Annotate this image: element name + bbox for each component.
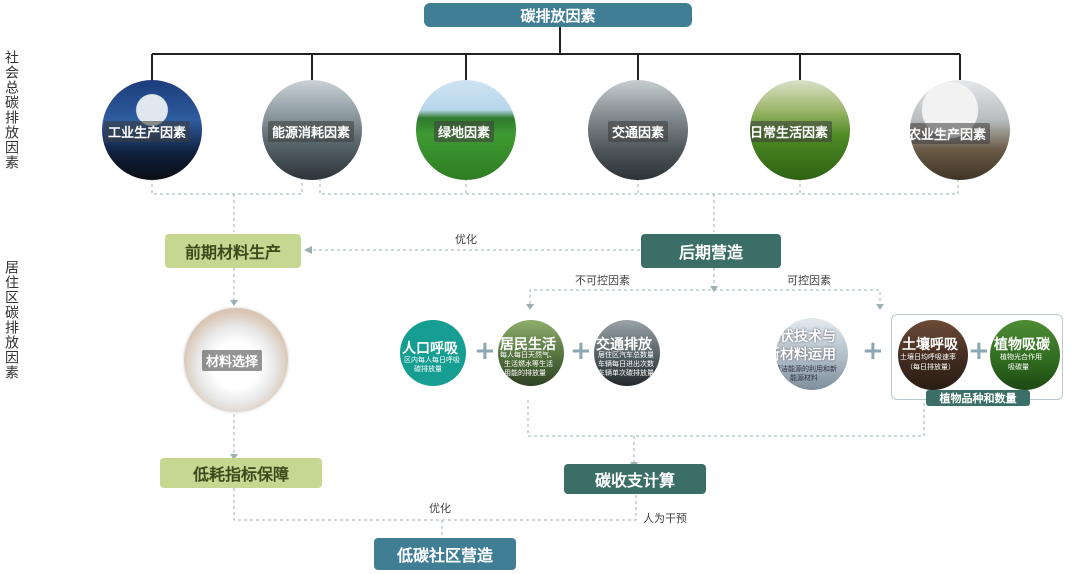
human-intervention-note: 人为干预 <box>640 510 690 526</box>
controllable-note: 可控因素 <box>784 272 834 288</box>
population-respiration-desc-1: 区内每人每日呼吸 <box>404 356 460 364</box>
traffic-emission-desc-2: 车辆每日进出次数 <box>598 360 654 368</box>
resident-life-circle: 居民生活 每人每日天然气、 生活燃水等生活 用能的排放量 <box>498 320 564 386</box>
plus-icon: + <box>570 336 592 366</box>
resident-life-title: 居民生活 <box>500 337 556 353</box>
plant-absorb-desc-2: 吸碳量 <box>1008 363 1029 371</box>
population-respiration-desc-2: 碳排放量 <box>414 365 442 373</box>
photovoltaic-desc-1: 清洁能源的利用和新 <box>776 365 837 373</box>
agriculture-label: 农业生产因素 <box>910 123 991 144</box>
early-material-box: 前期材料生产 <box>165 234 301 268</box>
low-carbon-community-box: 低碳社区营造 <box>374 538 516 570</box>
agriculture-image: 农业生产因素 <box>910 80 1010 180</box>
photovoltaic-circle: 光伏技术与 新材料运用 清洁能源的利用和新 能源材料 <box>776 318 848 390</box>
resident-life-desc-3: 用能的排放量 <box>504 369 546 377</box>
traffic-image: 交通因素 <box>588 80 688 180</box>
energy-label: 能源消耗因素 <box>268 121 355 142</box>
energy-image: 能源消耗因素 <box>262 80 362 180</box>
soil-respiration-desc-1: 土壤日均呼吸速率 <box>900 353 956 361</box>
population-respiration-title: 人口呼吸 <box>402 341 458 357</box>
industrial-label: 工业生产因素 <box>104 121 191 142</box>
traffic-emission-desc-1: 居住区汽车总数量 <box>598 351 654 359</box>
traffic-label: 交通因素 <box>608 121 669 142</box>
residential-factors-label: 居住区碳排放因素 <box>3 260 19 380</box>
plant-absorb-title: 植物吸碳 <box>994 337 1050 353</box>
title-box: 碳排放因素 <box>424 3 692 27</box>
plus-icon: + <box>474 336 496 366</box>
low-consume-box: 低耗指标保障 <box>160 458 322 488</box>
traffic-emission-circle: 交通排放 居住区汽车总数量 车辆每日进出次数 车辆单次碳排放量 <box>594 320 660 386</box>
traffic-emission-title: 交通排放 <box>596 337 652 353</box>
soil-respiration-circle: 土壤呼吸 土壤日均呼吸速率 （每日排放量） <box>898 320 968 390</box>
daily-life-label: 日常生活因素 <box>750 121 833 142</box>
plus-icon: + <box>968 336 990 366</box>
optimize-top-note: 优化 <box>452 231 480 247</box>
optimize-bottom-note: 优化 <box>426 500 454 516</box>
uncontrollable-note: 不可控因素 <box>572 272 633 288</box>
carbon-calc-box: 碳收支计算 <box>564 464 706 494</box>
social-factors-label: 社会总碳排放因素 <box>3 50 19 170</box>
plant-absorb-desc-1: 植物光合作用 <box>1000 353 1042 361</box>
industrial-image: 工业生产因素 <box>102 80 202 180</box>
soil-respiration-desc-2: （每日排放量） <box>906 363 955 371</box>
resident-life-desc-2: 生活燃水等生活 <box>504 360 553 368</box>
daily-life-image: 日常生活因素 <box>750 80 850 180</box>
photovoltaic-title-1: 光伏技术与 <box>776 329 836 345</box>
plus-icon: + <box>862 336 884 366</box>
greenland-label: 绿地因素 <box>434 121 495 142</box>
photovoltaic-desc-2: 能源材料 <box>790 374 818 382</box>
traffic-emission-desc-3: 车辆单次碳排放量 <box>598 369 654 377</box>
plant-absorb-circle: 植物吸碳 植物光合作用 吸碳量 <box>990 320 1060 390</box>
greenland-image: 绿地因素 <box>416 80 516 180</box>
soil-respiration-title: 土壤呼吸 <box>902 337 958 353</box>
material-image: 材料选择 <box>184 308 288 412</box>
late-construction-box: 后期营造 <box>641 234 781 268</box>
population-respiration-circle: 人口呼吸 区内每人每日呼吸 碳排放量 <box>400 320 466 386</box>
resident-life-desc-1: 每人每日天然气、 <box>500 351 556 359</box>
photovoltaic-title-2: 新材料运用 <box>776 347 836 363</box>
plant-caption: 植物品种和数量 <box>926 390 1030 406</box>
material-label: 材料选择 <box>202 350 263 371</box>
